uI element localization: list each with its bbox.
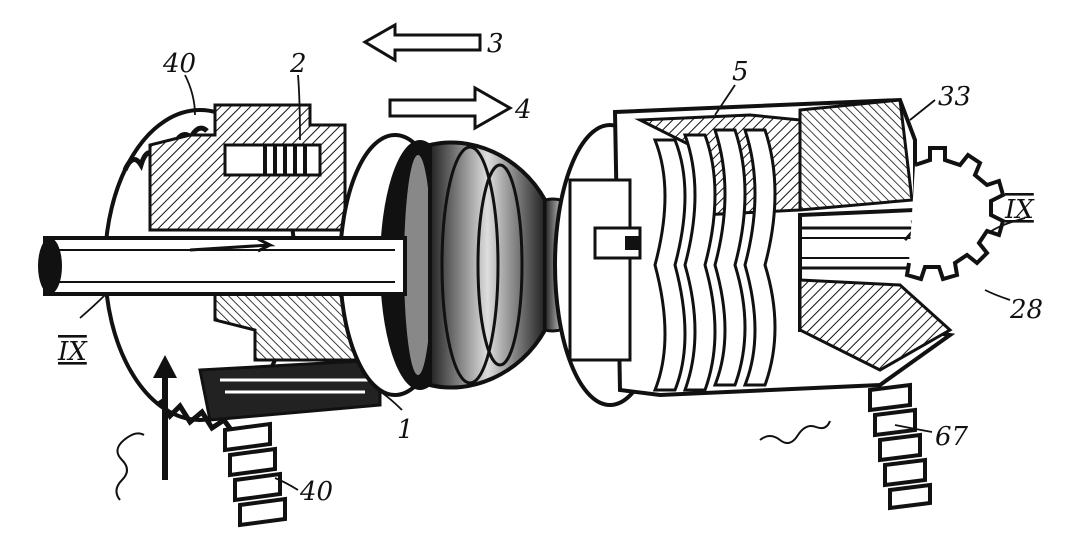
gear-67 (868, 382, 932, 511)
friction-discs (652, 128, 777, 392)
label-67: 67 (935, 422, 969, 452)
spring-2 (223, 143, 322, 177)
label-ix-right: IX (1004, 195, 1035, 225)
label-3: 3 (487, 29, 504, 59)
direction-arrow-4 (388, 85, 514, 131)
break-line-right (759, 420, 831, 445)
label-33: 33 (938, 82, 971, 112)
label-1: 1 (397, 415, 414, 445)
shaft-ix (38, 218, 925, 296)
label-40-top: 40 (162, 49, 196, 79)
label-28: 28 (1009, 295, 1043, 325)
label-4: 4 (514, 95, 532, 125)
input-arrow (153, 355, 177, 480)
label-40-bottom: 40 (299, 477, 333, 507)
label-5: 5 (732, 57, 749, 87)
gear-40-lower (223, 421, 287, 528)
left-gear-assembly (103, 103, 382, 442)
clutch-housing-5 (553, 97, 956, 407)
direction-arrow-3 (362, 22, 482, 63)
gear-28 (904, 146, 1006, 282)
leader-lines (79, 74, 1026, 491)
label-2: 2 (289, 49, 307, 79)
label-ix-left: IX (57, 337, 88, 367)
break-line-left (115, 432, 145, 501)
